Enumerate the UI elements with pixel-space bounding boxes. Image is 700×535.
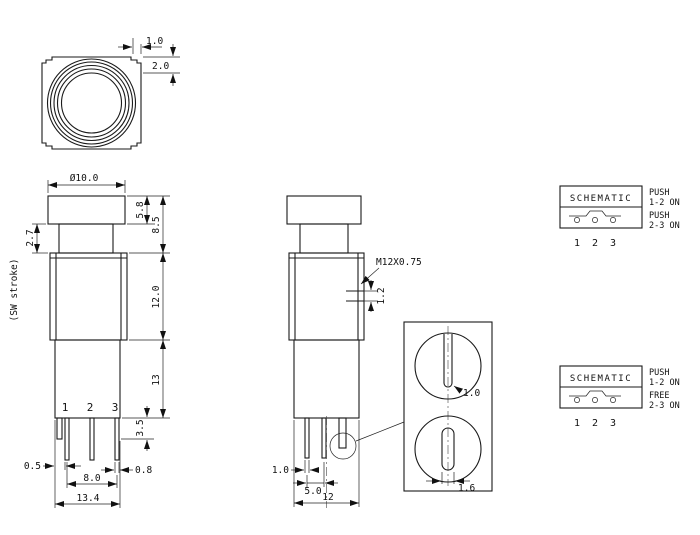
pin-1-label: 1 <box>62 401 69 414</box>
switch-body <box>49 252 128 341</box>
schematic-1-state1-value: 1-2 ON <box>649 198 680 208</box>
schematic-2-pin-1: 1 <box>574 418 580 429</box>
dim-base-height: 13 <box>122 340 170 419</box>
detail-hole-bottom <box>414 415 482 483</box>
side-view: M12X0.75 1.2 1.0 5.0 <box>272 195 422 508</box>
detail-frame <box>403 321 493 492</box>
detail-view: 1.0 1.6 <box>403 321 493 494</box>
dim-slot-width-value: 1.0 <box>463 388 480 399</box>
dim-pin-inset-value: 0.5 <box>24 461 41 472</box>
switch-body-outline <box>41 56 142 150</box>
dim-cap-height-value: 5.8 <box>135 201 146 218</box>
dim-pin-pitch: 5.0 <box>293 462 338 497</box>
schematic-2-state1-label: PUSH <box>649 368 669 378</box>
schematic-1-pin-3: 3 <box>610 238 616 249</box>
dim-cap-diameter: Ø10.0 <box>47 173 126 193</box>
dim-notch: 1.0 <box>118 36 163 54</box>
schematic-1: SCHEMATIC 1 2 3 PUSH 1-2 ON PUSH 2-3 ON <box>559 185 680 249</box>
button-neck-side <box>299 223 349 254</box>
switch-base <box>54 339 121 419</box>
dim-stroke-value: 2.7 <box>25 229 36 246</box>
dim-shoulder: 3.5 <box>121 406 154 451</box>
schematic-2-pin-3: 3 <box>610 418 616 429</box>
dim-pin-span-value: 8.0 <box>83 473 100 484</box>
dim-edge-gap-value: 2.0 <box>152 61 169 72</box>
pin-2-label: 2 <box>87 401 94 414</box>
dim-body-height-value: 12.0 <box>151 285 162 308</box>
schematic-1-state2-value: 2-3 ON <box>649 221 680 231</box>
cap-circle-outer <box>46 58 137 148</box>
pin-side-a <box>304 417 310 459</box>
detail-leader <box>355 421 405 442</box>
dim-pin-span: 8.0 <box>66 462 118 488</box>
thread-label: M12X0.75 <box>376 257 422 268</box>
dim-total-width-value: 13.4 <box>77 493 100 504</box>
mount-stub <box>56 417 63 440</box>
front-view: 1 2 3 Ø10.0 5.8 8.5 12.0 13 <box>9 173 170 508</box>
schematic-2-pin-2: 2 <box>592 418 598 429</box>
detail-keyway <box>441 427 455 471</box>
pin-side-b <box>321 417 327 459</box>
dim-groove: 1.2 <box>364 280 387 312</box>
cap-circle-5 <box>60 72 123 134</box>
schematic-1-contact <box>569 210 621 217</box>
dim-notch-value: 1.0 <box>146 36 163 47</box>
pin-2 <box>89 417 95 461</box>
dim-cap-height: 5.8 <box>127 195 170 225</box>
switch-base-side <box>293 339 360 419</box>
dim-pin-width: 0.8 <box>101 462 152 476</box>
dim-pin-thickness-value: 1.0 <box>272 465 289 476</box>
detail-hole-top <box>414 332 482 400</box>
schematic-2-state2-value: 2-3 ON <box>649 401 680 411</box>
schematic-2: SCHEMATIC 1 2 3 PUSH 1-2 ON FREE 2-3 ON <box>559 365 680 429</box>
button-neck <box>58 223 114 254</box>
dim-stroke: 2.7 (SW stroke) <box>9 223 48 322</box>
schematic-1-pin-1: 1 <box>574 238 580 249</box>
cap-circle-3 <box>53 64 130 142</box>
stroke-label: (SW stroke) <box>9 259 20 322</box>
schematic-1-state1-label: PUSH <box>649 188 669 198</box>
detail-slot-top <box>443 334 453 388</box>
dim-head-height-value: 8.5 <box>151 216 162 233</box>
top-view: 1.0 2.0 <box>41 36 180 150</box>
dim-shoulder-value: 3.5 <box>135 419 146 436</box>
schematic-2-contact <box>569 390 621 397</box>
schematic-2-state2-label: FREE <box>649 391 669 401</box>
dim-base-width-value: 12 <box>322 492 333 503</box>
dim-keyway-width-value: 1.6 <box>458 483 475 494</box>
pin-3-label: 3 <box>112 401 119 414</box>
detail-callout-circle <box>329 432 357 460</box>
schematic-1-title: SCHEMATIC <box>570 194 632 204</box>
dim-pin-inset: 0.5 <box>24 461 81 472</box>
dim-pin-thickness: 1.0 <box>272 460 319 476</box>
dim-base-height-value: 13 <box>151 374 162 385</box>
dim-base-width: 12 <box>293 420 360 507</box>
dim-slot-width: 1.0 <box>453 385 480 399</box>
cap-circle-2 <box>49 61 134 145</box>
dim-groove-value: 1.2 <box>376 287 387 304</box>
thread-callout: M12X0.75 <box>360 257 422 285</box>
dim-pin-pitch-value: 5.0 <box>304 486 321 497</box>
dim-total-width: 13.4 <box>54 420 121 508</box>
button-cap-side <box>286 195 362 225</box>
pin-3 <box>114 417 120 461</box>
dim-body-height: 12.0 <box>129 253 170 341</box>
dim-keyway-width: 1.6 <box>426 472 475 494</box>
button-cap <box>47 195 126 225</box>
dim-cap-diameter-value: Ø10.0 <box>70 173 99 184</box>
schematic-2-state1-value: 1-2 ON <box>649 378 680 388</box>
pin-1 <box>64 417 70 461</box>
dim-edge-gap: 2.0 <box>143 44 180 86</box>
schematic-1-state2-label: PUSH <box>649 211 669 221</box>
dim-pin-width-value: 0.8 <box>135 465 152 476</box>
switch-body-side <box>288 252 365 341</box>
schematic-2-title: SCHEMATIC <box>570 374 632 384</box>
cap-circle-4 <box>56 68 127 138</box>
schematic-1-pin-2: 2 <box>592 238 598 249</box>
